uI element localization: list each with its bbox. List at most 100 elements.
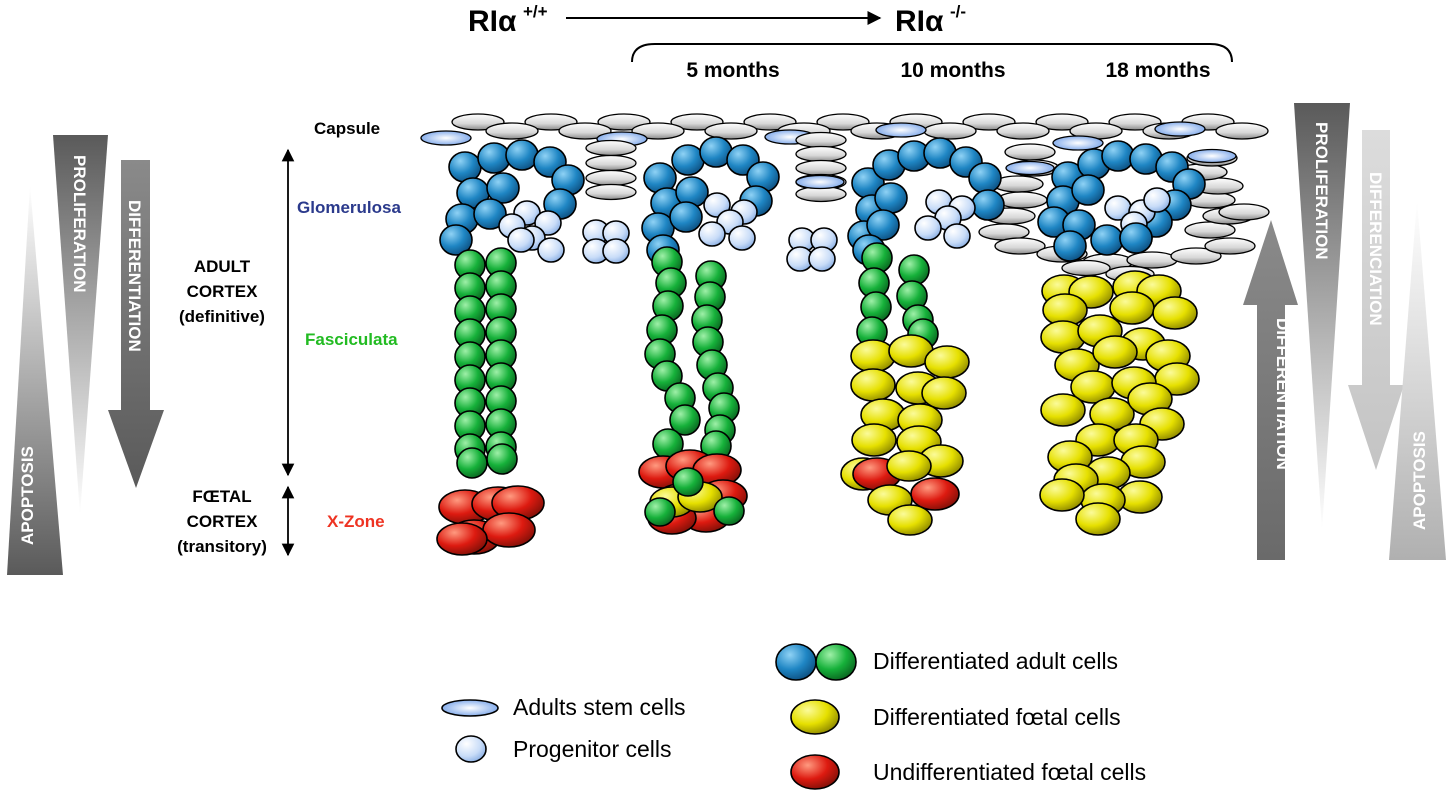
header: RIα +/+ RIα -/- 5 months 10 months 18 mo… <box>468 2 1233 82</box>
fasciculata-cell <box>644 497 676 527</box>
apoptosis-label-left: APOPTOSIS <box>18 446 37 545</box>
capsule-cell <box>1061 259 1111 277</box>
differentiation-label-left: DIFFERENTIATION <box>125 200 144 352</box>
foetal-cortex-line3: (transitory) <box>177 537 267 556</box>
wildtype-superscript: +/+ <box>523 2 548 21</box>
glomerulosa-cell <box>874 182 908 214</box>
foetal-differentiated-cell <box>1075 502 1121 536</box>
progenitor-cell <box>602 238 630 264</box>
foetal-differentiated-cell <box>1152 296 1198 330</box>
foetal-differentiated-cell <box>921 376 967 410</box>
wildtype-label: RIα <box>468 5 517 38</box>
capsule-cell <box>585 154 637 172</box>
glomerulosa-cell <box>1090 224 1124 256</box>
capsule-cell <box>795 159 847 177</box>
glomerulosa-cell <box>1053 230 1087 262</box>
age-label-10: 10 months <box>900 59 1005 82</box>
proliferation-label-right: PROLIFERATION <box>1312 122 1331 260</box>
stem-cell <box>875 122 927 138</box>
foetal-differentiated-cell <box>1040 393 1086 427</box>
legend-undiff-swatch <box>790 754 840 790</box>
proliferation-wedge-right <box>1294 103 1350 530</box>
progenitor-cell <box>698 221 726 247</box>
glomerulosa-cell <box>439 224 473 256</box>
progenitor-cell <box>943 223 971 249</box>
capsule-cell <box>994 237 1046 255</box>
glomerulosa-cell <box>671 144 705 176</box>
glomerulosa-cell <box>473 198 507 230</box>
fasciculata-cell <box>669 404 701 436</box>
capsule-cell <box>585 183 637 201</box>
capsule-cell <box>1218 203 1270 221</box>
xzone-label: X-Zone <box>327 512 385 531</box>
zone-labels: Capsule Glomerulosa Fasciculata X-Zone A… <box>177 119 401 557</box>
foetal-differentiated-cell <box>1109 291 1155 325</box>
capsule-cell <box>1126 251 1178 269</box>
foetal-differentiated-cell <box>887 504 933 536</box>
fasciculata-cell <box>713 496 745 526</box>
stem-cell <box>1005 160 1055 176</box>
age-label-5: 5 months <box>686 59 779 82</box>
legend-adult-green-swatch <box>815 643 857 681</box>
foetal-differentiated-cell <box>850 368 896 402</box>
adult-cortex-line2: CORTEX <box>187 282 259 301</box>
fasciculata-cell <box>672 467 704 497</box>
adult-cortex-line3: (definitive) <box>179 307 265 326</box>
foetal-differentiated-cell <box>924 345 970 379</box>
foetal-differentiated-cell <box>1092 335 1138 369</box>
foetal-differentiated-cell <box>850 339 896 373</box>
differentiation-arrow-left <box>108 160 164 488</box>
differentiation-label-right: DIFFERENTIATION <box>1273 318 1292 470</box>
xzone-cell <box>482 512 536 548</box>
progenitor-cell <box>507 227 535 253</box>
capsule-cell <box>795 131 847 149</box>
stem-cell <box>1187 148 1237 164</box>
legend: Adults stem cells Progenitor cells Diffe… <box>441 643 1146 790</box>
proliferation-label-left: PROLIFERATION <box>70 155 89 293</box>
legend-stem-label: Adults stem cells <box>513 694 686 720</box>
progenitor-cell <box>914 215 942 241</box>
xzone-cell <box>436 522 488 556</box>
capsule-cell <box>631 122 685 140</box>
differentiation-arrow-right <box>1243 220 1298 560</box>
differenciation-arrow-right <box>1348 130 1404 470</box>
capsule-cell <box>704 122 758 140</box>
capsule-cell <box>1215 122 1269 140</box>
capsule-cell <box>485 122 539 140</box>
legend-adult-blue-swatch <box>775 643 817 681</box>
capsule-cell <box>1170 247 1222 265</box>
xzone-cell <box>910 477 960 511</box>
knockout-label: RIα <box>895 5 944 38</box>
adult-cortex-line1: ADULT <box>194 257 251 276</box>
stem-cell <box>795 174 845 190</box>
knockout-superscript: -/- <box>950 2 966 21</box>
progenitor-cell <box>1143 187 1171 213</box>
fasciculata-label: Fasciculata <box>305 330 398 349</box>
glomerulosa-label: Glomerulosa <box>297 198 401 217</box>
foetal-differentiated-cell <box>886 450 932 482</box>
progenitor-cell <box>537 237 565 263</box>
apoptosis-label-right: APOPTOSIS <box>1410 431 1429 530</box>
age-bracket <box>631 43 1233 63</box>
legend-stem-swatch <box>441 699 499 717</box>
legend-foetal-swatch <box>790 699 840 735</box>
glomerulosa-cell <box>1101 140 1135 172</box>
capsule-cell <box>923 122 977 140</box>
stem-cell <box>1154 121 1206 137</box>
glomerulosa-cell <box>971 189 1005 221</box>
apoptosis-wedge-right <box>1389 200 1446 560</box>
cortex-cells <box>436 136 1206 556</box>
progenitor-cell <box>808 246 836 272</box>
capsule-cell <box>1204 237 1256 255</box>
glomerulosa-cell <box>1071 174 1105 206</box>
left-side-indicators: APOPTOSIS PROLIFERATION DIFFERENTIATION <box>7 135 164 575</box>
fasciculata-cell <box>456 447 488 479</box>
legend-progenitor-swatch <box>455 735 487 763</box>
differenciation-label-right: DIFFERENCIATION <box>1366 172 1385 326</box>
stem-cell <box>1052 135 1104 151</box>
glomerulosa-cell <box>968 162 1002 194</box>
foetal-differentiated-cell <box>1039 478 1085 512</box>
progenitor-cell <box>728 225 756 251</box>
